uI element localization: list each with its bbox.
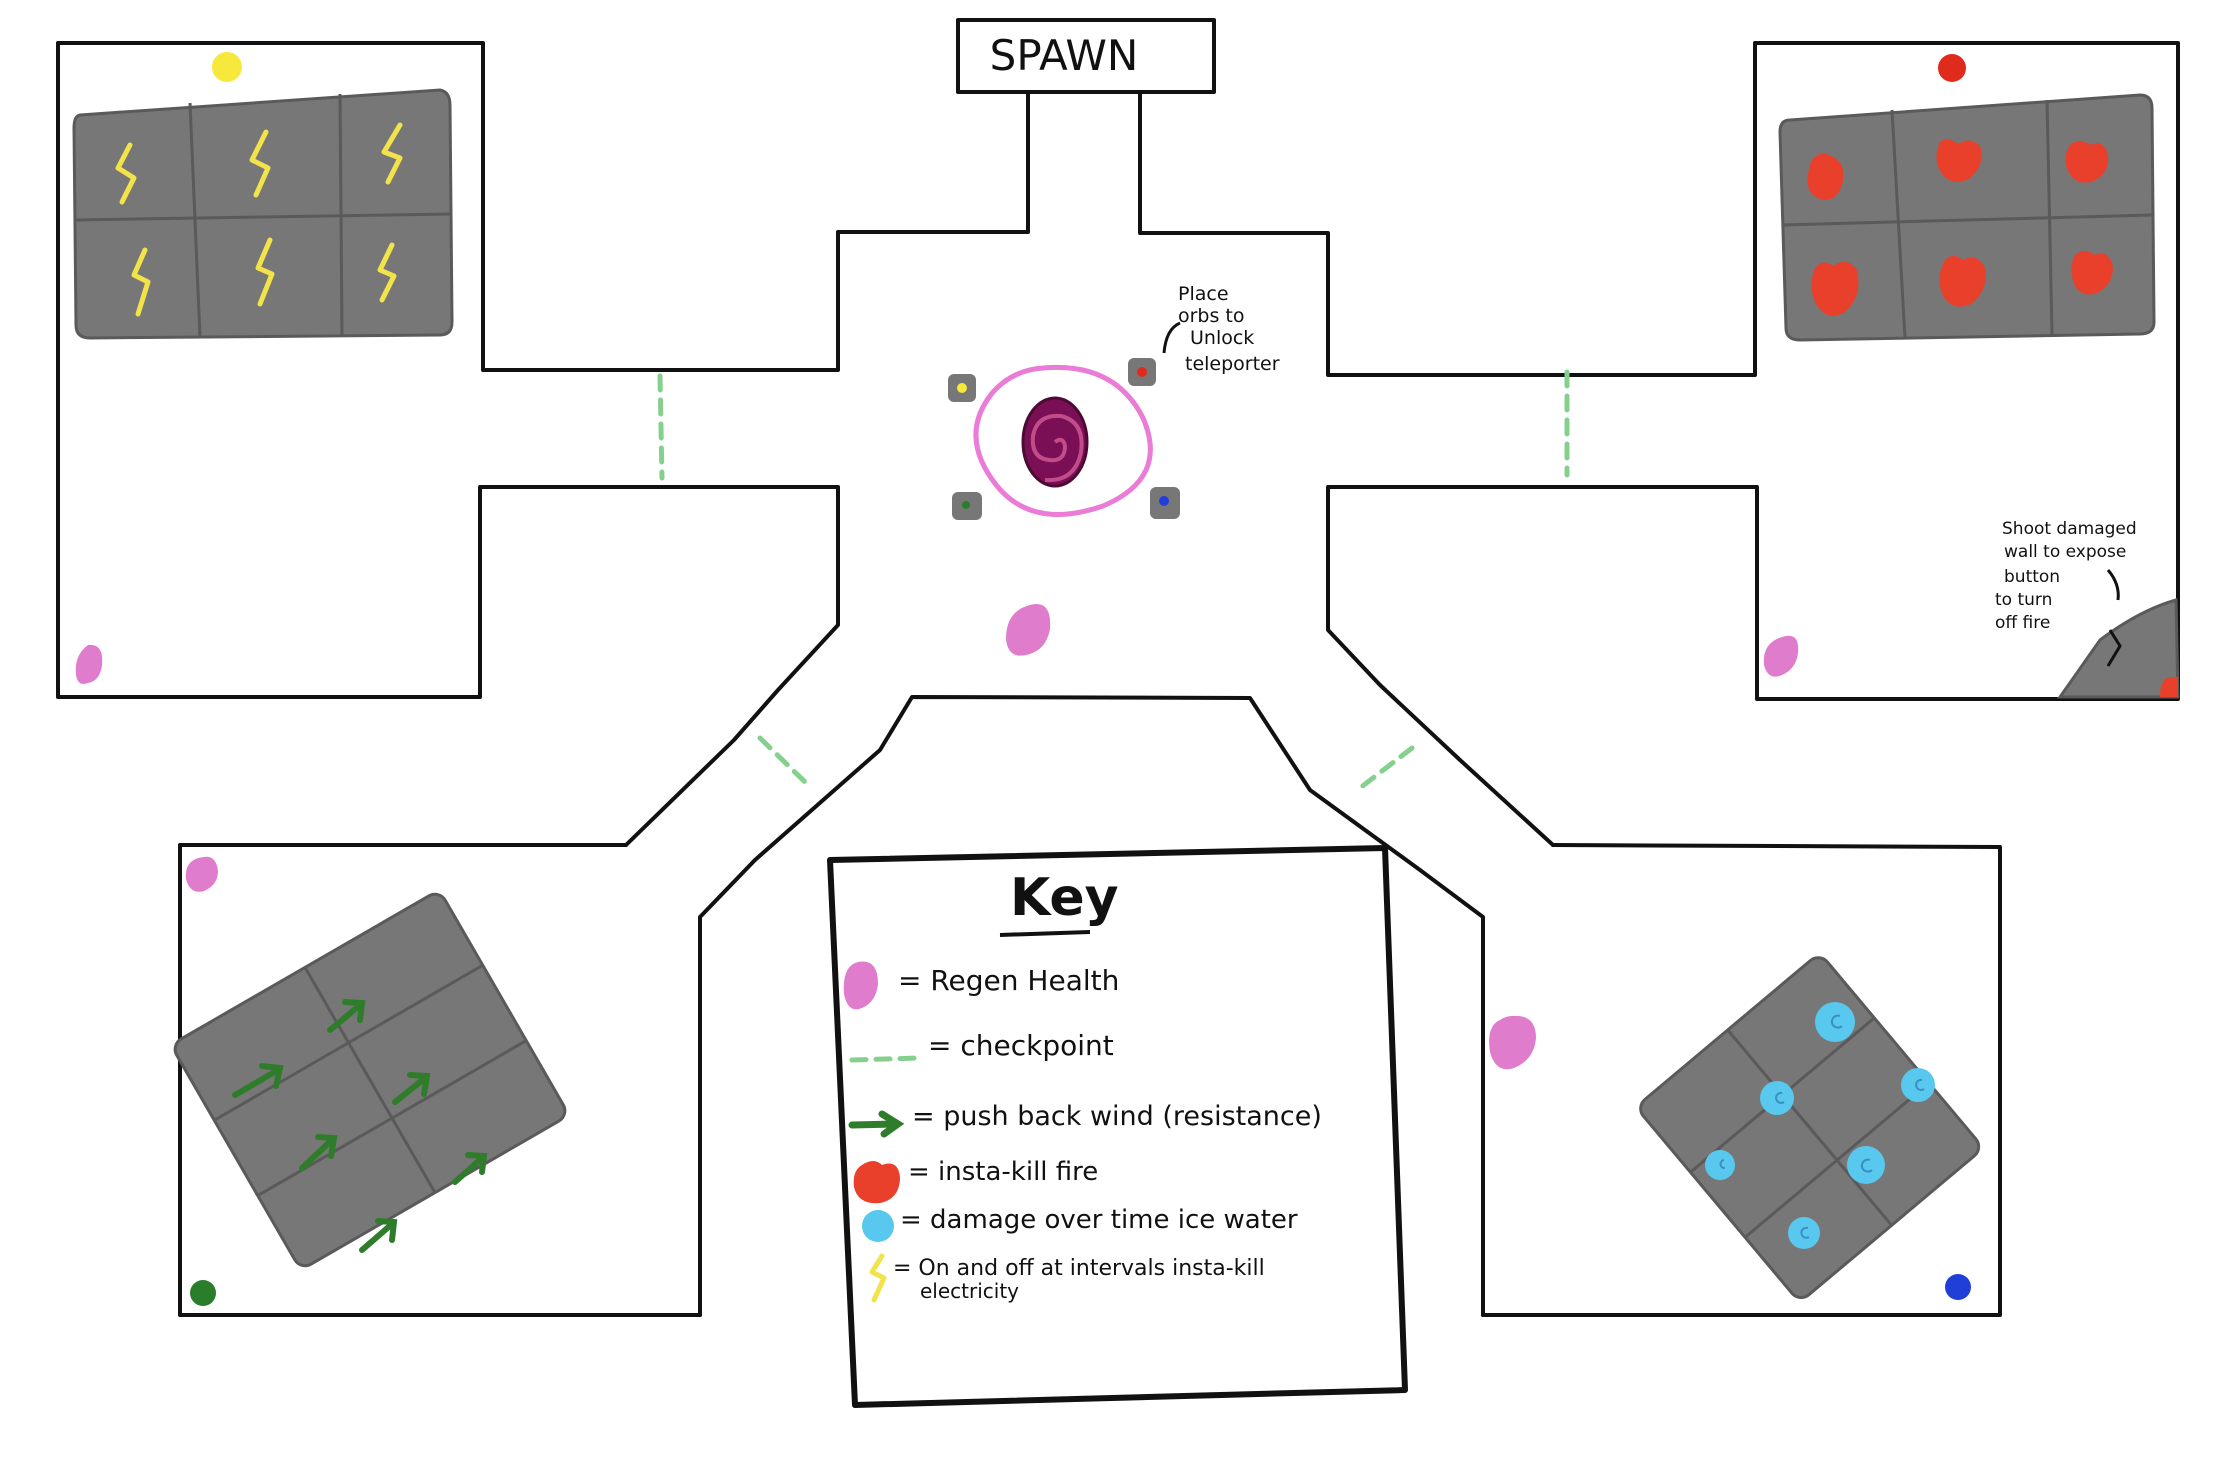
fire-icon	[1936, 139, 1982, 183]
bottom-center-left-wall	[698, 695, 1485, 1317]
fire-icon	[1811, 261, 1859, 316]
key-title-underline	[999, 930, 1091, 937]
wind-arrow-icon	[848, 1110, 905, 1138]
lightning-icon	[377, 242, 397, 303]
central-room-right-wall	[1138, 41, 2180, 847]
key-panel	[827, 845, 1408, 1408]
lightning-icon	[255, 237, 275, 307]
orb-green-slot	[962, 501, 970, 509]
wind-arrows	[232, 999, 488, 1253]
orb-blue-slot	[1159, 496, 1169, 506]
ice-water-icon	[862, 1210, 894, 1242]
damaged-wall-crack	[2106, 629, 2122, 667]
lightning-icon	[381, 122, 403, 185]
orbs-note-line: orbs to	[1178, 305, 1245, 327]
regen-health-icon	[1763, 635, 1799, 677]
lightning-icon	[115, 142, 137, 205]
spawn-label: SPAWN	[990, 31, 1139, 80]
fire-hazard-floor	[1778, 93, 2156, 342]
teleporter-ring	[973, 364, 1153, 517]
regen-health-icon	[843, 961, 878, 1010]
wind-arrow-icon	[359, 1218, 398, 1253]
fire-icon	[1939, 256, 1986, 307]
bottom-left-room-wall	[178, 843, 702, 1317]
key-item-label: = checkpoint	[928, 1029, 1114, 1062]
checkpoint-bottom-left	[757, 735, 808, 785]
key-item-label: = push back wind (resistance)	[912, 1101, 1322, 1132]
orb-yellow	[212, 52, 242, 82]
orbs-note-line: Place	[1178, 283, 1229, 305]
lightning-icon	[131, 247, 151, 317]
key-title: Key	[1010, 868, 1119, 928]
ice-water-icon	[1901, 1068, 1935, 1102]
orbs-note-line: teleporter	[1185, 353, 1280, 375]
wind-arrow-icon	[232, 1063, 284, 1098]
checkpoints	[657, 369, 1570, 791]
key-item-label: = On and off at intervals insta-kill	[893, 1256, 1265, 1281]
fire-note-line: Shoot damaged	[2002, 519, 2137, 539]
lightning-icon	[249, 129, 271, 198]
central-room-left-wall	[56, 41, 1030, 847]
lightning-hazard-floor	[72, 88, 454, 340]
wind-arrow-icon	[452, 1152, 488, 1185]
wind-arrow-icon	[299, 1134, 338, 1171]
regen-health-icon	[1489, 1015, 1536, 1070]
fire-icon	[1807, 153, 1844, 200]
bottom-right-room-wall	[1481, 843, 2002, 1317]
spawn-box	[956, 18, 1216, 94]
orb-green	[190, 1280, 216, 1306]
ice-water-icon	[1815, 1002, 1855, 1042]
fire-note-line: wall to expose	[2004, 542, 2126, 562]
fire-note: Shoot damaged wall to expose button to t…	[1995, 519, 2137, 633]
fire-icons	[1807, 139, 2113, 316]
checkpoint-bottom-right	[1357, 745, 1415, 791]
lightning-icons	[115, 122, 403, 317]
fire-note-line: off fire	[1995, 613, 2050, 633]
wind-arrow-icon	[392, 1072, 431, 1105]
fire-icon	[2071, 251, 2113, 295]
orb-red	[1938, 54, 1966, 82]
key-item-label: = damage over time ice water	[900, 1205, 1298, 1235]
teleporter	[948, 358, 1180, 520]
wind-hazard-floor	[173, 892, 567, 1268]
orb-red-slot	[1137, 367, 1147, 377]
orb-blue	[1945, 1274, 1971, 1300]
ice-icons	[1705, 1002, 1935, 1249]
walls	[56, 18, 2180, 1317]
lightning-icon	[869, 1253, 887, 1303]
ice-water-icon	[1788, 1217, 1820, 1249]
orbs-note: Place orbs to Unlock teleporter	[1178, 283, 1280, 375]
checkpoint-left	[657, 373, 665, 481]
key-item-label-cont: electricity	[920, 1279, 1019, 1303]
regen-health-icon	[185, 856, 218, 892]
fire-note-pointer	[2106, 569, 2120, 601]
regen-health-icon	[1006, 604, 1051, 656]
ice-water-icon	[1847, 1146, 1885, 1184]
fire-icon	[853, 1161, 900, 1204]
key-item-label: = Regen Health	[898, 964, 1119, 997]
orbs-note-pointer	[1162, 321, 1181, 354]
wind-arrow-icon	[327, 999, 366, 1033]
fire-note-line: button	[2004, 567, 2060, 587]
fire-off-button	[2160, 677, 2178, 697]
ice-hazard-floor	[1639, 956, 1981, 1300]
regen-health-icon	[75, 644, 103, 684]
key-item-label: = insta-kill fire	[908, 1157, 1098, 1187]
fire-icon	[2065, 141, 2109, 183]
orbs-note-line: Unlock	[1190, 327, 1254, 349]
orb-yellow-slot	[957, 383, 967, 393]
key-border	[827, 845, 1408, 1408]
fire-note-line: to turn	[1995, 590, 2052, 610]
teleporter-swirl	[1030, 413, 1084, 483]
checkpoint-icon	[849, 1055, 923, 1063]
